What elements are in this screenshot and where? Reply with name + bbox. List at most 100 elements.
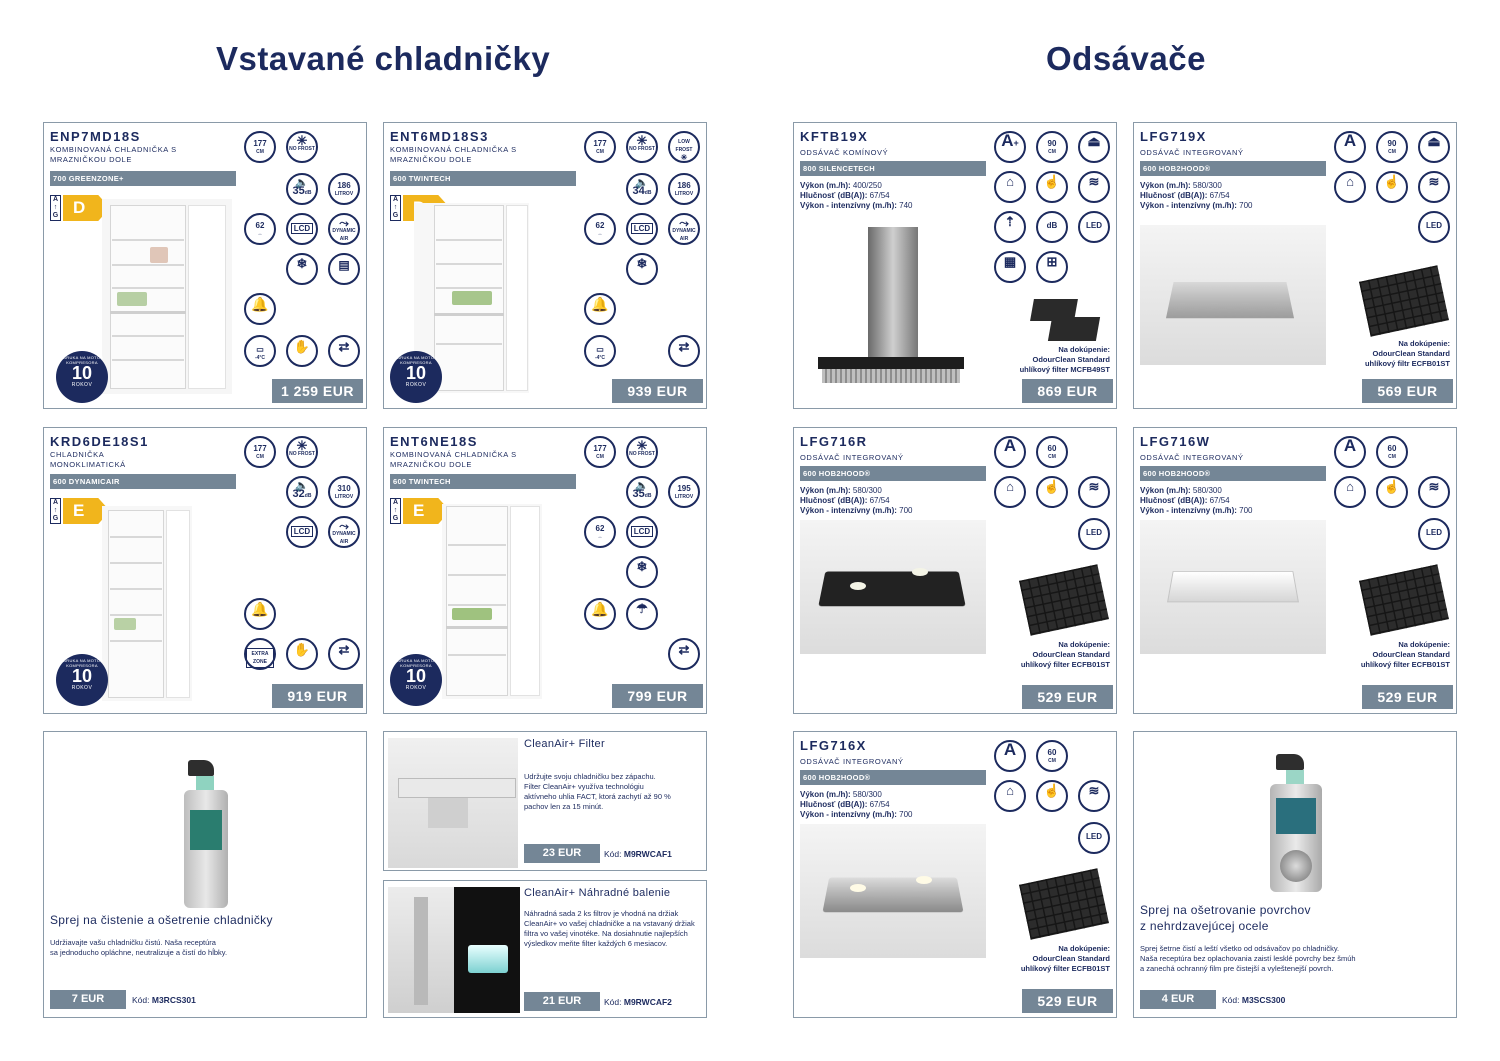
hood-specs: Výkon (m./h): 400/250 Hlučnosť (dB(A)): …: [800, 181, 913, 210]
energy-a-plus-icon: A+: [994, 131, 1026, 163]
touch-control-icon: ☝: [1036, 476, 1068, 508]
model-name: LFG716X: [800, 738, 867, 753]
series-bar: 600 HOB2HOOD®: [1140, 161, 1326, 176]
cleanair-filter-card[interactable]: CleanAir+ Filter Udržujte svoju chladnič…: [383, 731, 707, 871]
dynamic-air-icon: ⤳DYNAMIC AIR: [328, 516, 360, 548]
lcd-icon: LCD: [286, 213, 318, 245]
product-code: Kód: M3SCS300: [1222, 995, 1286, 1005]
hood-card-lfg716w[interactable]: LFG716W ODSÁVAČ INTEGROVANÝ 600 HOB2HOOD…: [1133, 427, 1457, 714]
hood-card-lfg716x[interactable]: LFG716X ODSÁVAČ INTEGROVANÝ 600 HOB2HOOD…: [793, 731, 1117, 1018]
heading-fridges: Vstavané chladničky: [216, 40, 551, 77]
spray-bottle-image: [174, 760, 244, 910]
price-tag: 1 259 EUR: [272, 379, 363, 403]
holiday-mode-icon: ☂: [626, 598, 658, 630]
carbon-filter-image-2: [1047, 317, 1101, 341]
silence-db-icon: dB: [1036, 211, 1068, 243]
hood-card-kftb19x[interactable]: KFTB19X ODSÁVAČ KOMÍNOVÝ 800 SILENCETECH…: [793, 122, 1117, 409]
spray-description: Sprej šetrne čistí a leští všetko od ods…: [1140, 944, 1356, 973]
freeze-capacity-icon: 62↔: [584, 516, 616, 548]
nofrost-icon: ✳NO FROST: [626, 131, 658, 163]
reversible-door-icon: ⇄: [668, 638, 700, 670]
led-icon: LED: [1078, 822, 1110, 854]
chimney-hood-icon: ⏏: [1078, 131, 1110, 163]
led-icon: LED: [1078, 518, 1110, 550]
fridge-card-ent6md18s3[interactable]: ENT6MD18S3 KOMBINOVANÁ CHLADNIČKA S MRAZ…: [383, 122, 707, 409]
model-name: LFG716R: [800, 434, 868, 449]
product-image: [102, 199, 232, 394]
refill-title: CleanAir+ Náhradné balenie: [524, 887, 671, 899]
fridge-card-krd6de18s1[interactable]: KRD6DE18S1 CHLADNIČKA MONOKLIMATICKÁ 600…: [43, 427, 367, 714]
fastfreeze-icon: ❄: [626, 556, 658, 588]
spray-fridge-card[interactable]: Sprej na čistenie a ošetrenie chladničky…: [43, 731, 367, 1018]
product-image: [1140, 225, 1326, 365]
product-image: [818, 227, 964, 387]
filter-title: CleanAir+ Filter: [524, 738, 605, 750]
heading-hoods: Odsávače: [1046, 40, 1206, 77]
product-subtitle: KOMBINOVANÁ CHLADNIČKA S MRAZNIČKOU DOLE: [50, 145, 177, 164]
series-bar: 600 DYNAMICAIR: [50, 474, 236, 489]
hood-card-lfg719x[interactable]: LFG719X ODSÁVAČ INTEGROVANÝ 600 HOB2HOOD…: [1133, 122, 1457, 409]
refill-image-b: [454, 887, 520, 1013]
touch-control-icon: ☝: [1376, 171, 1408, 203]
fridge-card-ent6ne18s[interactable]: ENT6NE18S KOMBINOVANÁ CHLADNIČKA S MRAZN…: [383, 427, 707, 714]
price-tag: 4 EUR: [1140, 990, 1216, 1009]
series-bar: 600 TWINTECH: [390, 171, 576, 186]
model-name: LFG716W: [1140, 434, 1211, 449]
spray-steel-card[interactable]: Sprej na ošetrovanie povrchov z nehrdzav…: [1133, 731, 1457, 1018]
hand-icon: ✋: [286, 335, 318, 367]
product-subtitle: KOMBINOVANÁ CHLADNIČKA S MRAZNIČKOU DOLE: [390, 450, 517, 469]
extra-zone-icon: EXTRA ZONE: [244, 638, 276, 670]
airflow-icon: ⇡: [994, 211, 1026, 243]
model-name: ENP7MD18S: [50, 129, 141, 144]
product-image: [800, 824, 986, 958]
filter-clean-icon: ▦: [994, 251, 1026, 283]
product-image: [102, 506, 192, 701]
price-tag: 23 EUR: [524, 844, 600, 863]
fridge-card-enp7md18s[interactable]: ENP7MD18S KOMBINOVANÁ CHLADNIČKA S MRAZN…: [43, 122, 367, 409]
filter-indicator-icon: ≋: [1078, 171, 1110, 203]
carbon-filter-image: [1359, 265, 1449, 337]
lcd-icon: LCD: [286, 516, 318, 548]
nofrost-icon: ✳NO FROST: [626, 436, 658, 468]
alarm-bell-icon: 🔔: [584, 598, 616, 630]
model-name: KRD6DE18S1: [50, 434, 149, 449]
nofrost-icon: ✳NO FROST: [286, 436, 318, 468]
reversible-door-icon: ⇄: [668, 335, 700, 367]
hob2hood-icon: ⌂: [1334, 476, 1366, 508]
filter-indicator-icon: ≋: [1418, 171, 1450, 203]
price-tag: 799 EUR: [612, 684, 703, 708]
product-subtitle: ODSÁVAČ INTEGROVANÝ: [1140, 453, 1244, 462]
freeze-capacity-icon: 62↔: [244, 213, 276, 245]
hand-icon: ✋: [286, 638, 318, 670]
led-icon: LED: [1078, 211, 1110, 243]
lowfrost-icon: LOW FROST✳: [668, 131, 700, 163]
carbon-filter-image: [1019, 868, 1109, 940]
hob2hood-icon: ⌂: [994, 780, 1026, 812]
touch-control-icon: ☝: [1036, 171, 1068, 203]
series-bar: 700 GREENZONE+: [50, 171, 236, 186]
product-subtitle: ODSÁVAČ KOMÍNOVÝ: [800, 148, 889, 157]
price-tag: 569 EUR: [1362, 379, 1453, 403]
carbon-filter-image: [1359, 564, 1449, 636]
price-tag: 529 EUR: [1362, 685, 1453, 709]
hood-card-lfg716r[interactable]: LFG716R ODSÁVAČ INTEGROVANÝ 600 HOB2HOOD…: [793, 427, 1117, 714]
noise-icon: 🔈32dB: [286, 476, 318, 508]
cleanair-refill-card[interactable]: CleanAir+ Náhradné balenie Náhradná sada…: [383, 880, 707, 1018]
price-tag: 869 EUR: [1022, 379, 1113, 403]
model-name: ENT6NE18S: [390, 434, 478, 449]
noise-icon: 🔈34dB: [626, 173, 658, 205]
alarm-bell-icon: 🔔: [244, 598, 276, 630]
warranty-badge: ZÁRUKA NA MOTOR KOMPRESORA 10 ROKOV: [390, 654, 442, 706]
